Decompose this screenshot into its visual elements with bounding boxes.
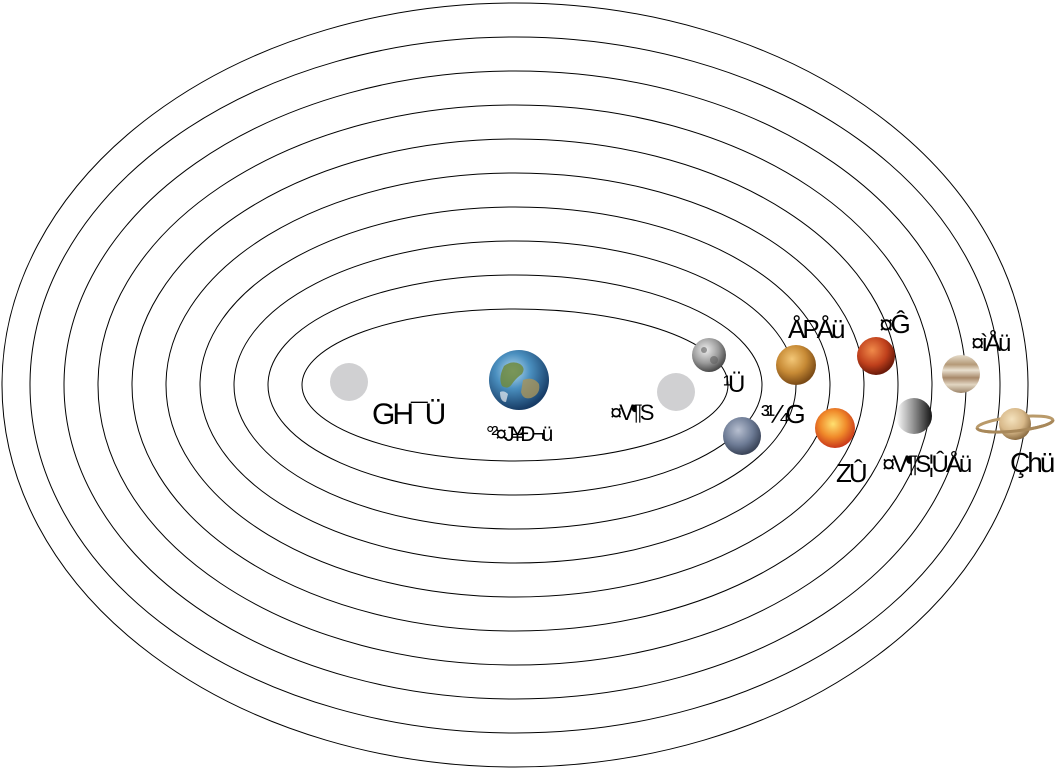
gray-disc-left-label: GH¯Ü [372, 398, 445, 431]
moon [692, 338, 726, 372]
orbit-ring [29, 36, 1001, 734]
venus [776, 345, 816, 385]
sun-label: ZÛ [836, 458, 866, 488]
saturn-label: Çhü [1010, 447, 1054, 478]
orbit-ring [199, 206, 831, 564]
black-white-disc-label: ¤V¶S¦ÛÅü [882, 450, 971, 478]
black-white-disc [896, 398, 932, 434]
sun [815, 408, 855, 448]
mars-label: ¤Ĝ [879, 309, 909, 339]
venus-label: ÅPÅü [788, 314, 844, 344]
earth-label: °²¤J¥Ð¬ü [486, 423, 553, 446]
gray-disc-left [330, 363, 368, 401]
jupiter-label: ¤ìÅü [971, 329, 1010, 357]
earth [489, 350, 549, 410]
orbit-ring [267, 274, 763, 496]
saturn [975, 408, 1055, 440]
orbit-ring [301, 308, 729, 462]
blue-gray-planet-label: ³¼G [761, 399, 804, 429]
jupiter [942, 355, 980, 393]
orbit-ring [97, 104, 933, 666]
moon-label: ¹Ü [723, 371, 744, 398]
orbit-ring [165, 172, 865, 598]
gray-disc-right-label: ¤V¶S [610, 400, 654, 425]
orbit-ring [1, 2, 1029, 768]
orbit-ring [131, 138, 899, 632]
blue-gray-planet [723, 417, 761, 455]
mars [857, 337, 895, 375]
gray-disc-right [657, 373, 695, 411]
